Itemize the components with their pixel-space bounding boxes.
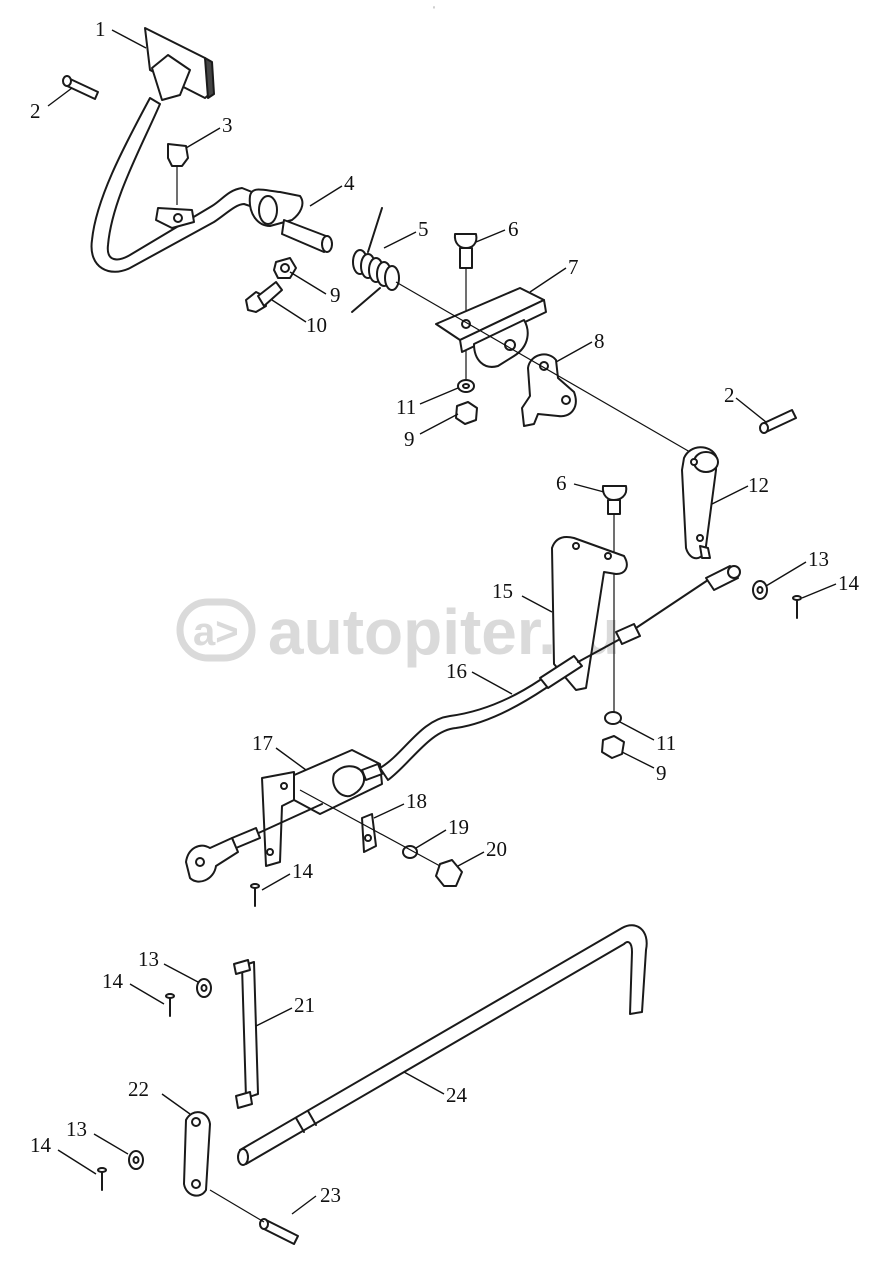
callout-2-upper: 2 bbox=[30, 99, 41, 123]
callout-8: 8 bbox=[594, 329, 605, 353]
part-pedal-pad bbox=[144, 27, 215, 101]
callout-19: 19 bbox=[448, 815, 469, 839]
part-pin-14-left-lower bbox=[97, 1167, 107, 1191]
callout-22: 22 bbox=[128, 1077, 149, 1101]
watermark-badge-glyph: a> bbox=[193, 610, 239, 654]
part-bracket-15 bbox=[551, 536, 628, 691]
callout-13-left-upper: 13 bbox=[138, 947, 159, 971]
callout-12: 12 bbox=[748, 473, 769, 497]
part-bracket-7 bbox=[435, 287, 547, 368]
part-washer-13-left-lower bbox=[128, 1150, 144, 1170]
callout-18: 18 bbox=[406, 789, 427, 813]
part-bolt-6-lower bbox=[601, 485, 628, 716]
part-plate-8 bbox=[521, 353, 577, 427]
watermark-badge bbox=[176, 598, 256, 662]
part-clip-18 bbox=[361, 813, 377, 853]
callout-7: 7 bbox=[568, 255, 579, 279]
part-washer-11-upper bbox=[457, 379, 475, 393]
part-pivot-shaft-4 bbox=[248, 188, 333, 253]
part-shaft-24 bbox=[237, 924, 648, 1166]
callout-16: 16 bbox=[446, 659, 467, 683]
callout-6-upper: 6 bbox=[508, 217, 519, 241]
callout-9-middle: 9 bbox=[404, 427, 415, 451]
callout-11-lower: 11 bbox=[656, 731, 676, 755]
part-washer-13-right bbox=[752, 580, 768, 600]
callout-labels: 1 2 3 4 5 6 7 8 9 10 11 9 2 12 6 13 14 1… bbox=[30, 17, 860, 1207]
part-pin-23 bbox=[259, 1218, 299, 1245]
callout-24: 24 bbox=[446, 1083, 468, 1107]
part-link-rod-21 bbox=[233, 959, 259, 1109]
callout-1: 1 bbox=[95, 17, 106, 41]
callout-20: 20 bbox=[486, 837, 507, 861]
callout-9-upper: 9 bbox=[330, 283, 341, 307]
part-pin-2-upper bbox=[62, 75, 99, 100]
callout-23: 23 bbox=[320, 1183, 341, 1207]
callout-6-lower: 6 bbox=[556, 471, 567, 495]
callout-2-lower: 2 bbox=[724, 383, 735, 407]
part-pin-14-right bbox=[792, 595, 802, 619]
part-washer-11-lower bbox=[604, 711, 622, 725]
part-pin-14-left-upper bbox=[165, 993, 175, 1017]
callout-13-left-lower: 13 bbox=[66, 1117, 87, 1141]
part-lever-12 bbox=[681, 446, 719, 560]
part-pedal-lever bbox=[90, 97, 263, 273]
callout-10: 10 bbox=[306, 313, 327, 337]
callout-17: 17 bbox=[252, 731, 273, 755]
part-nut-9-lower bbox=[601, 735, 625, 759]
corner-mark: ⁿ bbox=[433, 5, 435, 12]
part-knob-3 bbox=[167, 143, 189, 205]
callout-5: 5 bbox=[418, 217, 429, 241]
callout-15: 15 bbox=[492, 579, 513, 603]
part-bolt-6-upper bbox=[453, 233, 478, 380]
part-lever-22 bbox=[183, 1111, 211, 1197]
part-bolt-10 bbox=[245, 281, 283, 313]
part-pin-14-middle bbox=[250, 883, 260, 907]
callout-11-upper: 11 bbox=[396, 395, 416, 419]
callout-3: 3 bbox=[222, 113, 233, 137]
part-nut-9-upper bbox=[273, 257, 297, 279]
leader-lines bbox=[47, 29, 837, 1215]
callout-21: 21 bbox=[294, 993, 315, 1017]
callout-14-middle: 14 bbox=[292, 859, 314, 883]
part-bolt-20 bbox=[435, 859, 463, 887]
part-nut-9-middle bbox=[455, 401, 478, 425]
part-cable-16 bbox=[379, 565, 741, 781]
callout-4: 4 bbox=[344, 171, 355, 195]
part-washer-13-left-upper bbox=[196, 978, 212, 998]
part-clevis-end bbox=[185, 803, 323, 883]
part-washer-19 bbox=[402, 845, 418, 859]
callout-13-right: 13 bbox=[808, 547, 829, 571]
callout-14-left-upper: 14 bbox=[102, 969, 124, 993]
part-spring-5 bbox=[351, 207, 400, 313]
callout-9-lower: 9 bbox=[656, 761, 667, 785]
part-pin-2-lower bbox=[759, 409, 797, 434]
callout-14-right: 14 bbox=[838, 571, 860, 595]
callout-14-left-lower: 14 bbox=[30, 1133, 52, 1157]
